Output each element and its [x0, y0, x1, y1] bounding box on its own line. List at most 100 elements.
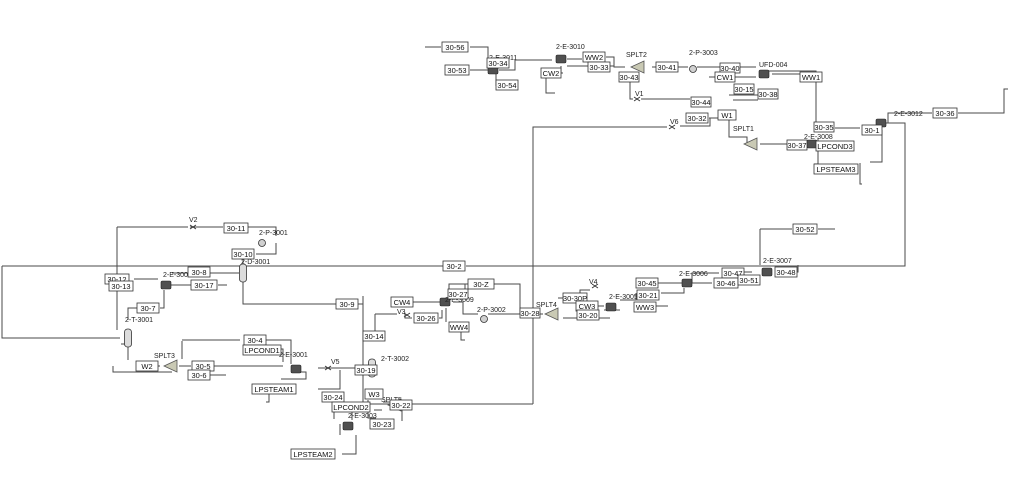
unit-2-t-3001-symbol	[124, 328, 132, 348]
unit-2-e-3001[interactable]: 2-E-3001	[279, 352, 308, 374]
unit-v5-label: V5	[331, 359, 340, 366]
stream-label-30-54: 30-54	[495, 79, 519, 91]
svg-text:30-15: 30-15	[734, 85, 753, 94]
svg-text:30-46: 30-46	[716, 279, 735, 288]
unit-v4-symbol	[591, 283, 599, 289]
stream-label-30-4: 30-4	[243, 334, 267, 346]
stream-label-lpsteam3: LPSTEAM3	[813, 163, 859, 175]
stream-label-lpcond2: LPCOND2	[331, 401, 371, 413]
unit-2-e-3005[interactable]: 2-E-3005	[605, 294, 638, 312]
stream-label-w2: W2	[135, 360, 159, 372]
unit-v3-label: V3	[397, 309, 406, 316]
svg-text:30-40: 30-40	[720, 64, 739, 73]
unit-2-e-3003-label: 2-E-3003	[348, 413, 377, 420]
unit-v6[interactable]: V6	[668, 119, 679, 130]
stream-label-30-15: 30-15	[733, 83, 755, 95]
svg-text:30-9: 30-9	[339, 300, 354, 309]
stream-label-30-27: 30-27	[447, 288, 469, 300]
stream-label-30-10: 30-10	[231, 248, 255, 260]
svg-text:30-53: 30-53	[447, 66, 466, 75]
unit-v3[interactable]: V3	[397, 309, 411, 318]
stream-label-cw3: CW3	[575, 300, 599, 312]
svg-text:30-Z: 30-Z	[473, 280, 489, 289]
svg-text:30-30P: 30-30P	[563, 294, 587, 303]
unit-v2[interactable]: V2	[189, 217, 198, 230]
stream-label-30-48: 30-48	[774, 266, 798, 278]
svg-text:30-44: 30-44	[691, 98, 710, 107]
unit-v4[interactable]: V4	[589, 279, 599, 289]
unit-v4-label: V4	[589, 279, 598, 286]
unit-v3-symbol	[403, 312, 411, 318]
stream-label-ww1: WW1	[799, 71, 823, 83]
stream-label-30-34: 30-34	[486, 57, 510, 69]
unit-2-p-3002[interactable]: 2-P-3002	[477, 307, 506, 323]
svg-text:30-14: 30-14	[364, 332, 383, 341]
unit-2-e-3007[interactable]: 2-E-3007	[761, 258, 792, 277]
svg-text:LPSTEAM2: LPSTEAM2	[293, 450, 332, 459]
svg-text:W2: W2	[141, 362, 152, 371]
svg-text:30-12: 30-12	[107, 275, 126, 284]
unit-splt3-symbol	[163, 359, 178, 373]
unit-2-d-3001[interactable]: 2-D-3001	[239, 259, 271, 283]
unit-2-e-3002[interactable]: 2-E-3002	[160, 272, 192, 290]
svg-text:WW1: WW1	[802, 73, 820, 82]
svg-text:LPSTEAM3: LPSTEAM3	[816, 165, 855, 174]
stream-label-30-51: 30-51	[737, 274, 761, 286]
stream-label-30-2: 30-2	[442, 260, 466, 272]
unit-2-p-3003[interactable]: 2-P-3003	[689, 50, 718, 73]
svg-text:30-8: 30-8	[191, 268, 206, 277]
unit-2-e-3009[interactable]: 2-E-3009	[439, 297, 474, 307]
unit-2-e-3001-symbol	[290, 364, 302, 374]
unit-v6-label: V6	[670, 119, 679, 126]
unit-splt1[interactable]: SPLT1	[733, 126, 758, 151]
unit-2-e-3009-symbol	[439, 297, 451, 307]
stream-label-30-22: 30-22	[389, 399, 413, 411]
unit-2-t-3001[interactable]: 2-T-3001	[124, 317, 154, 348]
unit-splt3[interactable]: SPLT3	[154, 353, 178, 373]
stream-label-30-52: 30-52	[792, 223, 818, 235]
unit-ufd-004[interactable]: UFD-004	[758, 62, 788, 79]
unit-splt1-label: SPLT1	[733, 126, 754, 133]
stream-label-30-z: 30-Z	[467, 278, 495, 290]
svg-text:CW4: CW4	[394, 298, 411, 307]
stream-label-30-17: 30-17	[190, 279, 218, 291]
svg-text:30-23: 30-23	[372, 420, 391, 429]
stream-label-30-45: 30-45	[635, 277, 659, 289]
unit-2-e-3012[interactable]: 2-E-3012	[875, 111, 923, 128]
unit-2-e-3006-symbol	[681, 278, 693, 288]
unit-v5-symbol	[324, 365, 332, 371]
stream-label-30-21: 30-21	[636, 289, 660, 301]
svg-text:WW4: WW4	[450, 323, 468, 332]
unit-2-t-3001-label: 2-T-3001	[125, 317, 153, 324]
unit-2-e-3010[interactable]: 2-E-3010	[555, 44, 585, 64]
unit-2-p-3001[interactable]: 2-P-3001	[258, 230, 288, 247]
unit-v1[interactable]: V1	[633, 91, 644, 102]
unit-2-e-3003-symbol	[342, 421, 354, 431]
stream-labels: 30-5630-5330-3430-54CW2WW230-3330-4330-4…	[104, 41, 958, 460]
svg-text:CW2: CW2	[543, 69, 560, 78]
unit-2-e-3006[interactable]: 2-E-3006	[679, 271, 708, 288]
svg-text:30-52: 30-52	[795, 225, 814, 234]
svg-text:30-47: 30-47	[723, 269, 742, 278]
stream-label-30-46: 30-46	[713, 277, 739, 289]
unit-2-e-3003[interactable]: 2-E-3003	[342, 413, 377, 431]
stream-label-30-8: 30-8	[187, 266, 211, 278]
stream-label-30-13: 30-13	[108, 280, 134, 292]
svg-text:30-48: 30-48	[776, 268, 795, 277]
svg-text:30-27: 30-27	[448, 290, 467, 299]
stream-label-30-11: 30-11	[223, 222, 249, 234]
unit-2-e-3010-symbol	[555, 54, 567, 64]
stream-label-30-20: 30-20	[576, 309, 600, 321]
stream-label-30-1: 30-1	[861, 124, 883, 136]
unit-v5[interactable]: V5	[324, 359, 340, 371]
stream-label-30-19: 30-19	[354, 364, 378, 376]
unit-2-e-3005-label: 2-E-3005	[609, 294, 638, 301]
unit-v1-label: V1	[635, 91, 644, 98]
stream-label-30-24: 30-24	[321, 391, 345, 403]
svg-text:30-22: 30-22	[391, 401, 410, 410]
unit-splt4[interactable]: SPLT4	[536, 302, 559, 321]
equipment-units: 2-E-30112-E-3010SPLT22-P-3003UFD-004V1V6…	[124, 44, 923, 431]
stream-label-30-5: 30-5	[191, 360, 215, 372]
unit-splt2[interactable]: SPLT2	[626, 52, 647, 74]
